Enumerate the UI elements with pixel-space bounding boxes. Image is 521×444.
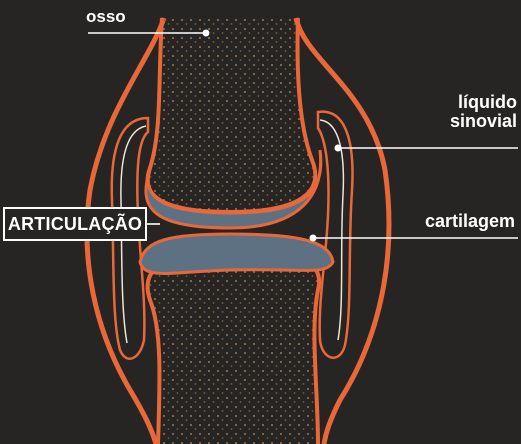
label-bone: osso [86,8,126,26]
lower-cartilage [140,234,333,274]
upper-bone [148,18,316,212]
leader-dot-cartilage [310,235,317,242]
label-synovial-fluid: líquido sinovial [450,93,517,131]
label-synovial-fluid-line1: líquido [450,93,517,112]
leader-dot-bone [203,30,210,37]
label-joint: ARTICULAÇÃO [8,215,142,234]
label-cartilage: cartilagem [425,212,515,231]
leader-dot-synovial [335,145,342,152]
lower-bone [148,250,320,444]
label-joint-box: ARTICULAÇÃO [3,207,147,241]
synovial-membrane-right-inner [320,120,343,340]
label-synovial-fluid-line2: sinovial [450,112,517,131]
